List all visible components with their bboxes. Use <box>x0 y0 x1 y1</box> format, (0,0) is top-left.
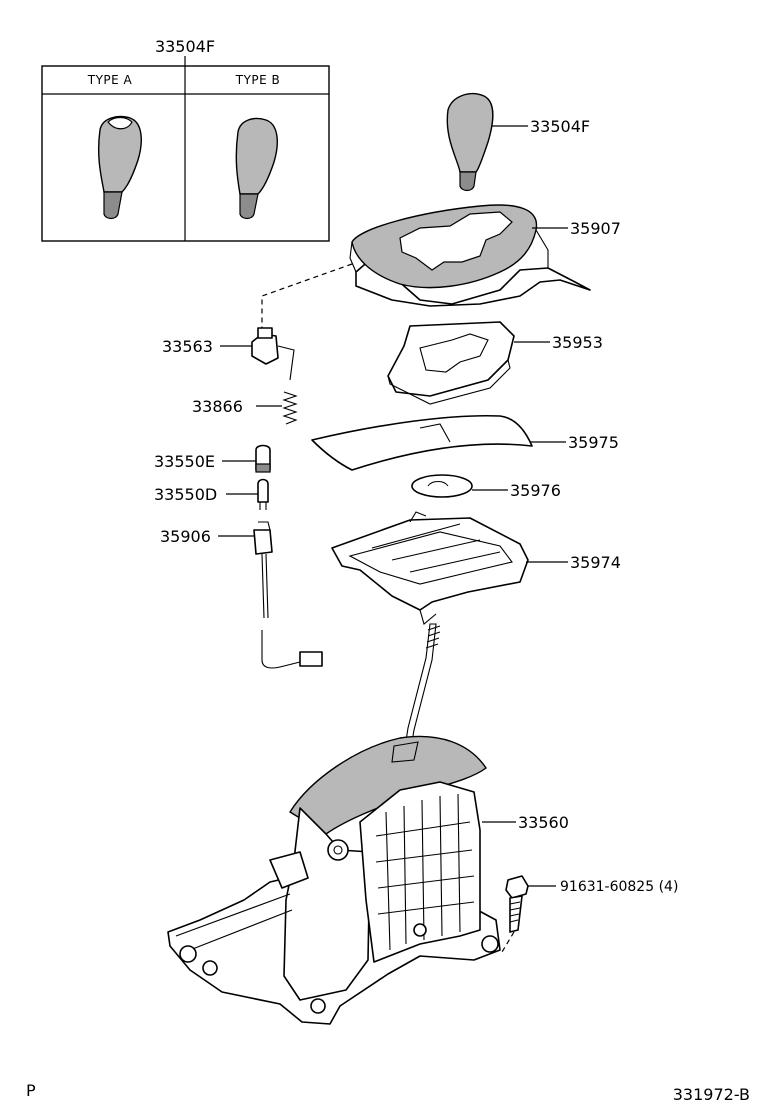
label-indicator-housing: 35907 <box>570 219 621 238</box>
label-position-plate: 35974 <box>570 553 621 572</box>
bulb: 33550E <box>154 444 271 473</box>
label-spring: 33866 <box>192 397 243 416</box>
indicator-housing: 35907 <box>349 204 621 307</box>
knob-type-a <box>97 115 142 220</box>
position-plate: 35974 <box>331 511 621 625</box>
label-shift-lever-assembly: 33560 <box>518 813 569 832</box>
spring: 33866 <box>192 391 298 425</box>
knob-type-box: 33504F TYPE A TYPE B <box>41 37 330 242</box>
label-bulb-2: 33550D <box>154 485 217 504</box>
shift-knob: 33504F <box>446 92 590 192</box>
box-title: 33504F <box>155 37 215 56</box>
footer-code: 331972-B <box>673 1085 750 1104</box>
upper-plate: 35953 <box>387 321 603 405</box>
label-knob: 33504F <box>530 117 590 136</box>
alignment-line <box>261 263 353 330</box>
knob-type-b <box>235 117 278 220</box>
slide-cover: 35975 <box>311 414 619 471</box>
socket: 35906 <box>160 521 323 669</box>
shift-lever-assembly: 33560 <box>167 735 569 1025</box>
type-b-label: TYPE B <box>235 73 281 87</box>
label-plate: 35953 <box>552 333 603 352</box>
disc: 35976 <box>411 474 561 500</box>
label-bulb: 33550E <box>154 452 215 471</box>
label-switch: 33563 <box>162 337 213 356</box>
switch: 33563 <box>162 327 295 381</box>
shift-lever-rod <box>403 623 441 755</box>
label-bolt: 91631-60825 (4) <box>560 879 678 895</box>
label-slide-cover: 35975 <box>568 433 619 452</box>
label-disc: 35976 <box>510 481 561 500</box>
bulb-2: 33550D <box>154 478 269 510</box>
footer-left: P <box>26 1081 36 1100</box>
bolt: 91631-60825 (4) <box>501 875 678 953</box>
type-a-label: TYPE A <box>87 73 133 87</box>
label-socket: 35906 <box>160 527 211 546</box>
